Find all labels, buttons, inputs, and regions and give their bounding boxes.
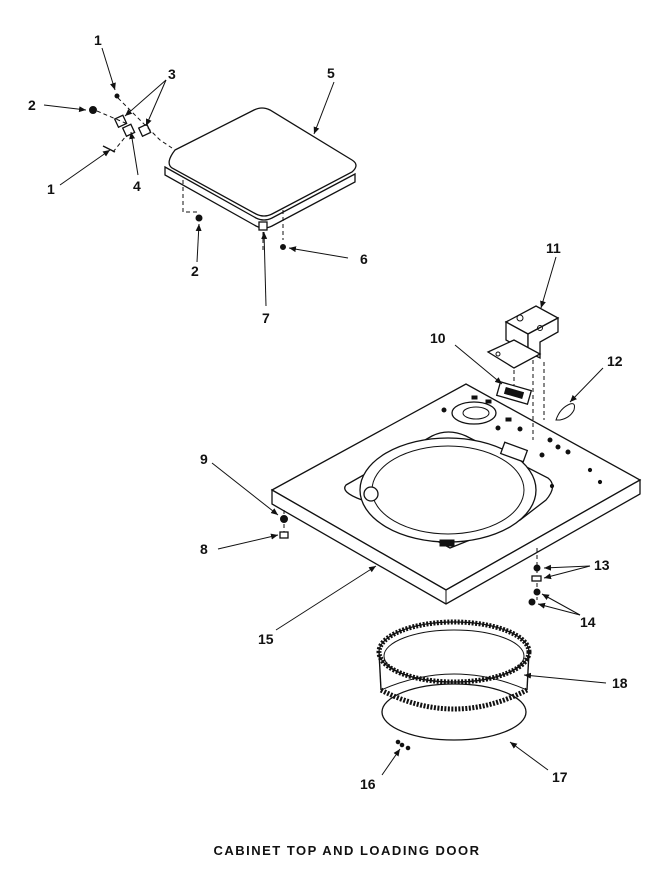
callout-5: 5 <box>327 65 335 81</box>
diagram-caption: CABINET TOP AND LOADING DOOR <box>213 843 480 858</box>
callout-9: 9 <box>200 451 208 467</box>
cabinet-fasteners <box>279 510 542 606</box>
leader-lines <box>43 47 607 776</box>
lid-switch-assembly <box>486 305 575 440</box>
callout-10: 10 <box>430 330 446 346</box>
callout-18: 18 <box>612 675 628 691</box>
callout-1-top: 1 <box>94 32 102 48</box>
callout-13: 13 <box>594 557 610 573</box>
cabinet-top <box>270 383 642 605</box>
callout-11: 11 <box>546 240 561 256</box>
callout-2-bottom: 2 <box>191 263 199 279</box>
callout-2-left: 2 <box>28 97 36 113</box>
callout-1-bottom: 1 <box>47 181 55 197</box>
callout-4: 4 <box>133 178 141 194</box>
tub-ring <box>376 619 532 751</box>
callout-15: 15 <box>258 631 274 647</box>
callout-3: 3 <box>168 66 176 82</box>
callout-12: 12 <box>607 353 623 369</box>
callout-7: 7 <box>262 310 270 326</box>
callout-17: 17 <box>552 769 568 785</box>
door-hinge-hardware <box>89 93 286 252</box>
callout-8: 8 <box>200 541 208 557</box>
loading-door <box>164 107 357 229</box>
callout-6: 6 <box>360 251 368 267</box>
callout-16: 16 <box>360 776 376 792</box>
callout-14: 14 <box>580 614 596 630</box>
